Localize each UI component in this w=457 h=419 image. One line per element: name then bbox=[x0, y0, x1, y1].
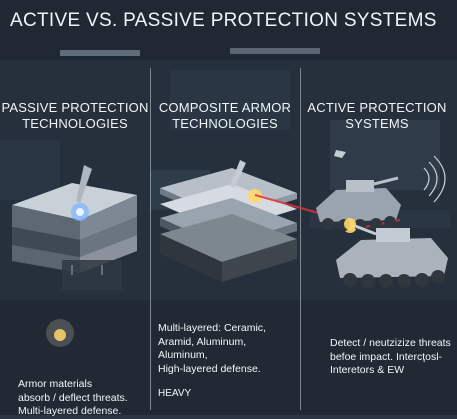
passive-heading-line2: TECHNOLOGIES bbox=[22, 116, 128, 131]
active-line-1: Detect / neutzizize threats bbox=[330, 337, 451, 349]
composite-line-3: Aluminum, bbox=[158, 349, 208, 361]
composite-heading-line1: COMPOSITE ARMOR bbox=[158, 100, 292, 115]
active-line-2: befoe impact. Intercţosl- bbox=[330, 350, 443, 363]
composite-description: Multi-layered: Ceramic, Aramid, Aluminum… bbox=[158, 322, 266, 376]
active-heading-line2: SYSTEMS bbox=[345, 116, 409, 131]
composite-line-4: High-layered defense. bbox=[158, 362, 261, 375]
column-divider-right bbox=[300, 68, 301, 410]
passive-heading: PASSIVE PROTECTION TECHNOLOGIES bbox=[0, 100, 150, 132]
passive-line-1: Armor materials bbox=[18, 378, 93, 390]
composite-line-2: Aramid, Aluminum, bbox=[158, 335, 247, 348]
layered-plates-icon bbox=[160, 160, 297, 282]
heavy-tag: HEAVY bbox=[158, 388, 192, 399]
composite-heading-line2: TECHNOLOGIES bbox=[172, 116, 278, 131]
active-heading: ACTIVE PROTECTION SYSTEMS bbox=[302, 100, 452, 132]
column-divider-left bbox=[150, 68, 151, 410]
passive-line-3: Multi-layered defense. bbox=[18, 405, 122, 417]
armor-block-icon bbox=[12, 165, 137, 347]
armored-vehicles-icon bbox=[316, 150, 448, 288]
active-heading-line1: ACTIVE PROTECTION bbox=[307, 100, 447, 115]
passive-heading-line1: PASSIVE PROTECTION bbox=[1, 100, 149, 115]
composite-line-1: Multi-layered: Ceramic, bbox=[158, 322, 266, 334]
passive-line-2: absorb / deflect threats. bbox=[18, 391, 128, 404]
active-description: Detect / neutzizize threats befoe impact… bbox=[330, 337, 451, 378]
active-line-3: Interetors & EW bbox=[330, 364, 405, 376]
passive-description: Armor materials absorb / deflect threats… bbox=[18, 378, 128, 419]
composite-heading: COMPOSITE ARMOR TECHNOLOGIES bbox=[150, 100, 300, 132]
page-title: ACTIVE VS. PASSIVE PROTECTION SYSTEMS bbox=[10, 10, 437, 31]
